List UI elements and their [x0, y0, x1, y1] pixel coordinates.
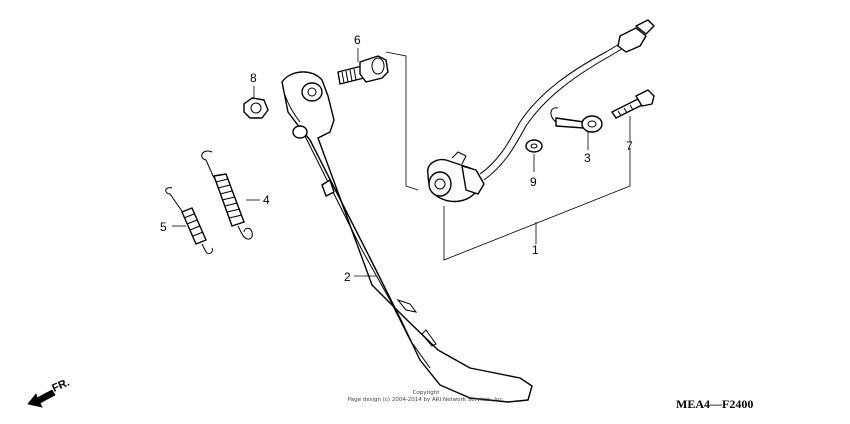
copyright-line-1: Copyright: [413, 390, 441, 396]
copyright-line-2: Page design (c) 2004-2014 by ARI Network…: [348, 397, 505, 403]
nut-part-8[interactable]: [243, 97, 269, 119]
callout-2: 2: [344, 270, 351, 284]
bolt-part-7[interactable]: [611, 89, 655, 119]
leader-lines: [172, 48, 631, 277]
callout-9: 9: [530, 175, 537, 189]
side-stand-part-2[interactable]: [281, 71, 533, 403]
callout-8: 8: [250, 71, 257, 85]
hook-bolt-part-3[interactable]: [550, 107, 603, 133]
side-stand-switch-part-1[interactable]: [427, 19, 655, 203]
spring-part-4[interactable]: [201, 150, 253, 240]
callout-1: 1: [532, 243, 539, 257]
callout-6: 6: [354, 33, 361, 47]
callout-7: 7: [626, 139, 633, 153]
direction-label: FR.: [50, 377, 71, 395]
callout-4: 4: [263, 193, 270, 207]
callout-3: 3: [584, 151, 591, 165]
spring-part-5[interactable]: [165, 187, 213, 255]
diagram-code: MEA4—F2400: [676, 397, 753, 411]
pivot-bolt-part-6[interactable]: [337, 55, 389, 85]
front-direction-arrow-icon: FR.: [27, 377, 71, 408]
callout-5: 5: [160, 220, 167, 234]
washer-part-9[interactable]: [525, 139, 543, 153]
